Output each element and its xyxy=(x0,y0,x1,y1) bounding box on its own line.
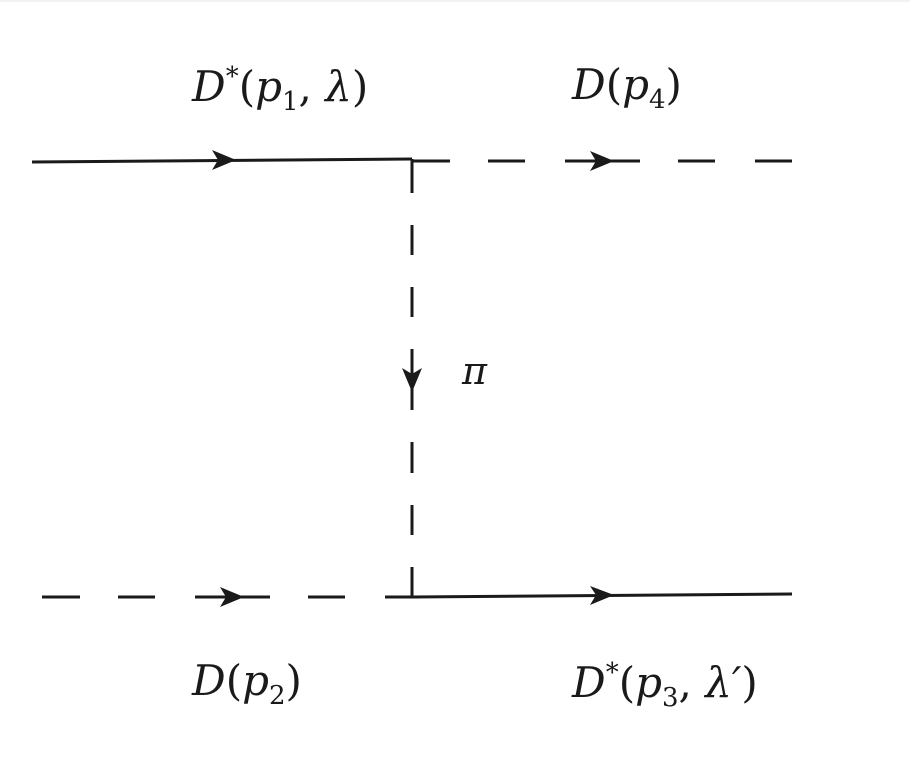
propagator-top-left-solid xyxy=(31,150,413,170)
arrow-right-icon xyxy=(590,586,614,605)
propagator-bottom-left-dashed xyxy=(42,587,420,607)
particle-symbol: D xyxy=(192,62,226,111)
particle-symbol: D xyxy=(572,658,606,707)
label-top-left-dstar: D*(p1, λ) xyxy=(192,62,369,117)
arrow-down-icon xyxy=(402,368,422,392)
star-superscript: * xyxy=(225,62,239,92)
arrow-right-icon xyxy=(212,150,236,170)
propagator-top-right-dashed xyxy=(412,151,792,171)
propagator-pion-exchange-dashed xyxy=(402,159,422,597)
momentum-symbol: p xyxy=(255,62,282,111)
momentum-symbol: p xyxy=(242,656,269,705)
label-pion: π xyxy=(462,352,487,390)
label-bottom-left-d: D(p2) xyxy=(192,656,302,711)
momentum-index: 1 xyxy=(281,87,299,117)
pion-symbol: π xyxy=(462,349,487,393)
momentum-index: 2 xyxy=(268,681,286,711)
arrow-right-icon xyxy=(220,587,244,607)
propagator-bottom-right-solid xyxy=(411,586,793,605)
arrow-right-icon xyxy=(590,151,614,171)
momentum-symbol: p xyxy=(622,60,649,109)
particle-symbol: D xyxy=(572,60,606,109)
momentum-index: 3 xyxy=(661,683,679,713)
polarization-symbol: λ′ xyxy=(705,658,742,707)
momentum-index: 4 xyxy=(648,85,666,115)
momentum-symbol: p xyxy=(635,658,662,707)
polarization-symbol: λ xyxy=(325,62,352,111)
label-bottom-right-dstar: D*(p3, λ′) xyxy=(572,658,758,713)
label-top-right-d: D(p4) xyxy=(572,60,682,115)
particle-symbol: D xyxy=(192,656,226,705)
top-border xyxy=(0,0,910,2)
star-superscript: * xyxy=(605,658,619,688)
